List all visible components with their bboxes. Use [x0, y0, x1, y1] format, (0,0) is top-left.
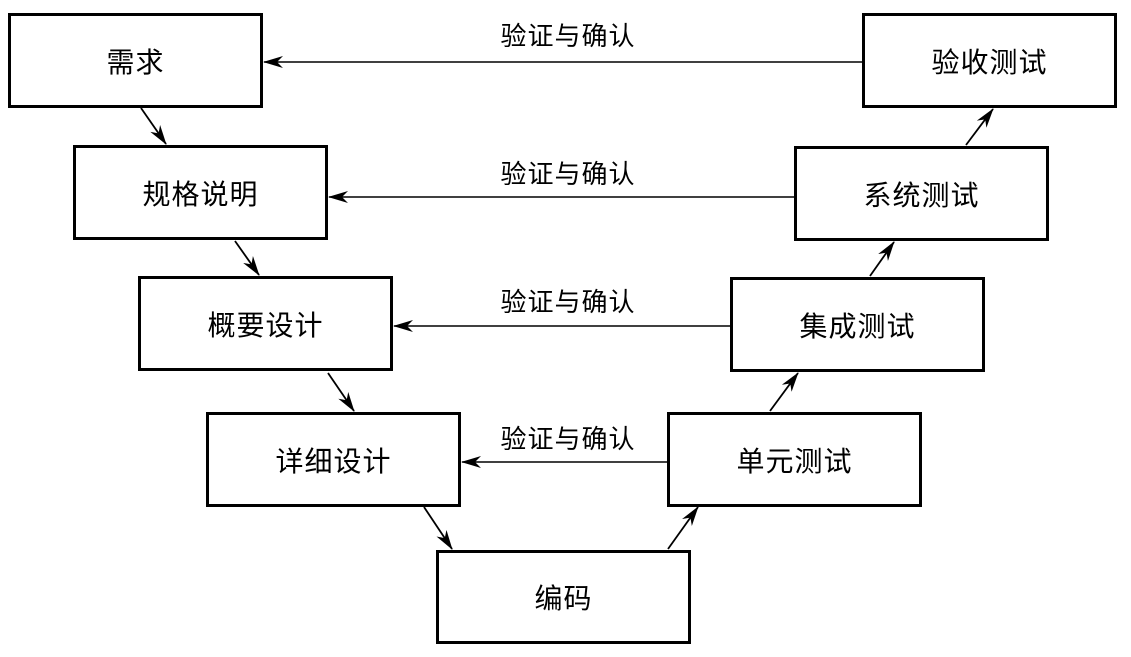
flow-arrow-specification-architecture	[234, 240, 260, 276]
flow-arrow-detailed-coding	[423, 506, 453, 550]
phase-box-requirements: 需求	[8, 13, 263, 108]
phase-label: 编码	[534, 582, 593, 615]
flow-arrow-coding-unit	[667, 506, 699, 550]
verification-label-integration: 验证与确认	[500, 288, 636, 318]
phase-label: 系统测试	[863, 178, 980, 212]
flow-arrow-system-acceptance	[965, 108, 994, 146]
phase-label: 详细设计	[275, 444, 392, 478]
phase-box-coding: 编码	[436, 550, 691, 644]
verification-label-system: 验证与确认	[500, 160, 636, 190]
phase-label: 验收测试	[931, 45, 1048, 79]
flow-arrow-integration-system	[869, 241, 895, 277]
phase-label: 规格说明	[142, 177, 259, 211]
verification-label-unit: 验证与确认	[500, 425, 636, 455]
flow-arrow-requirements-specification	[140, 107, 167, 145]
phase-label: 概要设计	[207, 308, 324, 342]
phase-label: 需求	[106, 45, 165, 79]
flow-arrow-architecture-detailed	[327, 372, 355, 412]
phase-box-acceptance-test: 验收测试	[862, 13, 1117, 108]
phase-label: 单元测试	[736, 444, 853, 478]
phase-label: 集成测试	[799, 309, 916, 343]
flow-arrow-unit-integration	[769, 372, 799, 412]
phase-box-detailed-design: 详细设计	[206, 412, 461, 507]
phase-box-specification: 规格说明	[73, 145, 328, 240]
phase-box-architecture-design: 概要设计	[138, 276, 393, 371]
phase-box-unit-test: 单元测试	[667, 412, 922, 507]
phase-box-integration-test: 集成测试	[730, 277, 985, 372]
verification-label-acceptance: 验证与确认	[500, 22, 636, 52]
phase-box-system-test: 系统测试	[794, 146, 1049, 241]
